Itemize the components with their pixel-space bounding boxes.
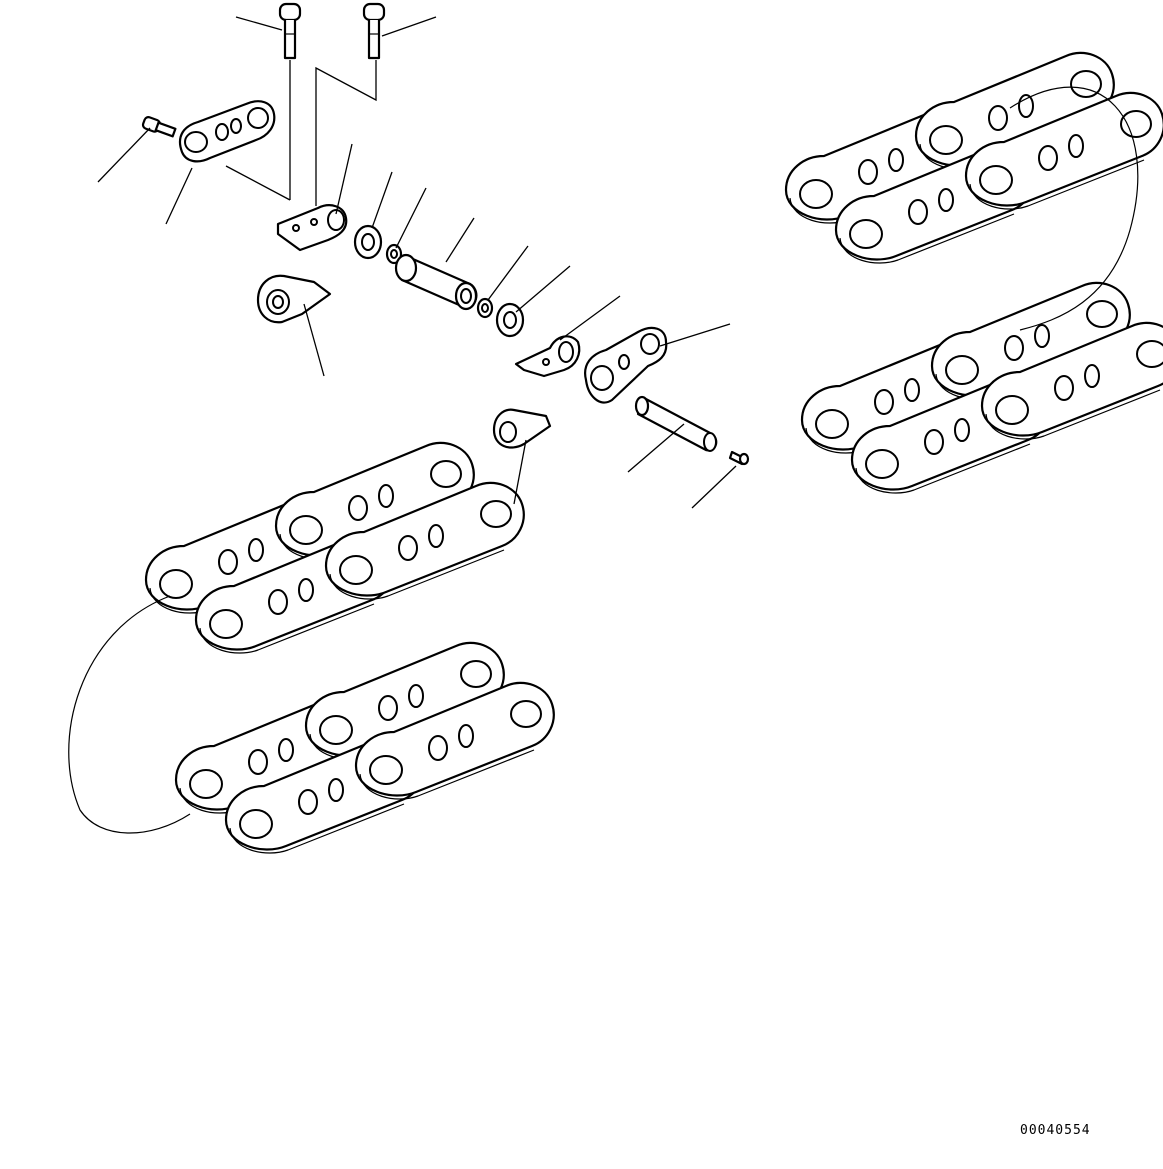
master-link-half-upper bbox=[276, 204, 348, 252]
leader-lines bbox=[97, 16, 737, 509]
track-link-assembly-upper-left bbox=[146, 443, 524, 653]
link-right bbox=[584, 326, 668, 404]
master-link-half-lower bbox=[256, 274, 332, 324]
seal-2 bbox=[495, 302, 525, 338]
chain-loop-left bbox=[68, 595, 191, 834]
bolt-short bbox=[141, 116, 177, 138]
bolt-2 bbox=[362, 2, 386, 60]
master-link-left bbox=[178, 100, 276, 163]
seal-ring-2 bbox=[476, 297, 494, 319]
spacer bbox=[728, 450, 750, 466]
master-link-half-small bbox=[492, 408, 552, 449]
seal-ring-1 bbox=[385, 243, 403, 265]
seal-1 bbox=[353, 224, 383, 260]
track-link-assembly-lower-right bbox=[802, 283, 1163, 493]
track-link-assembly-upper-right bbox=[786, 53, 1163, 263]
drawing-number: 00040554 bbox=[1020, 1123, 1091, 1138]
bushing bbox=[394, 253, 478, 311]
chain-loop-right bbox=[1009, 86, 1139, 331]
bolt-1 bbox=[278, 2, 302, 60]
track-link-assembly-lower-left bbox=[176, 643, 554, 853]
pin bbox=[634, 395, 718, 452]
master-link-half-right bbox=[514, 335, 581, 378]
